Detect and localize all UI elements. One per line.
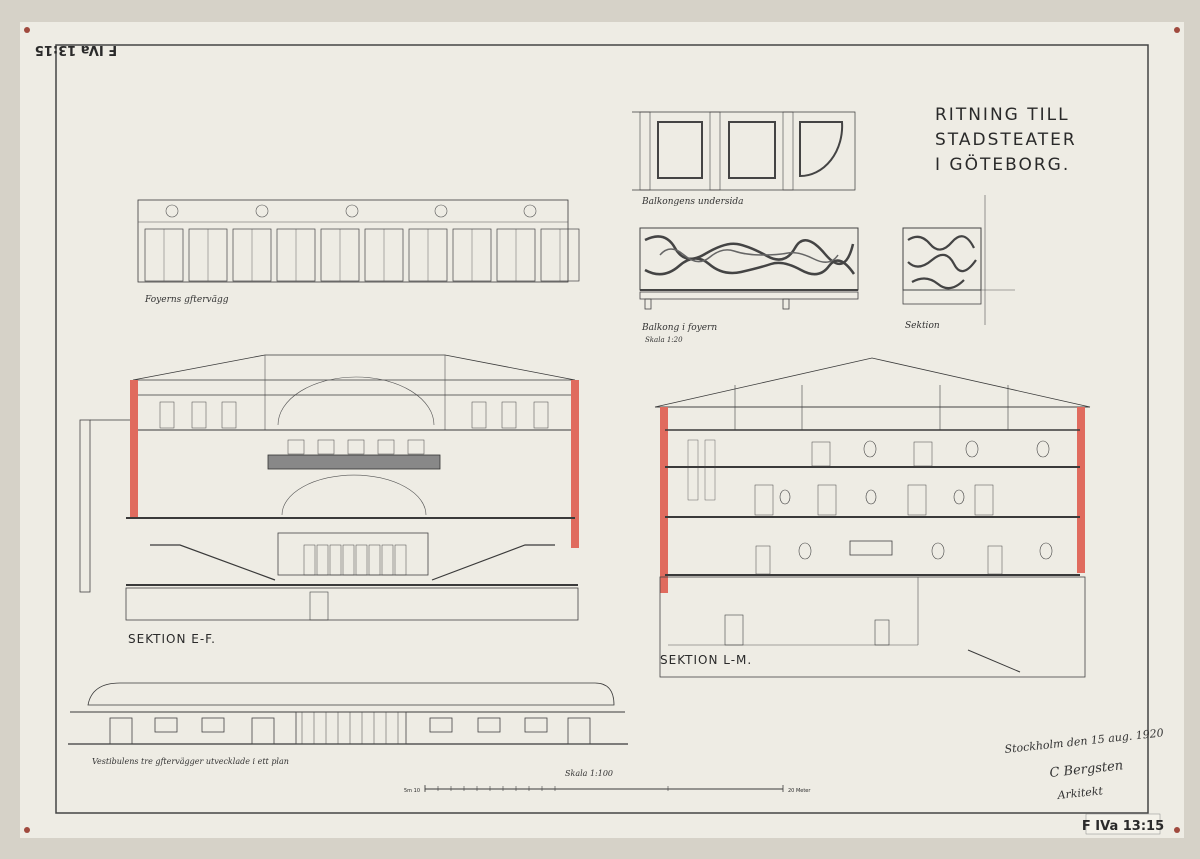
- section-lm-drawing: [654, 357, 1091, 678]
- drawing-detail: [755, 545, 771, 575]
- drawing-detail: [533, 401, 549, 429]
- drawing-detail: [317, 439, 335, 455]
- caption-vestibule: Vestibulens tre gftervägger utvecklade i…: [92, 757, 289, 766]
- balcony-underside-detail: [632, 111, 856, 191]
- drawing-detail: [394, 544, 407, 576]
- scale-right-label: 20 Meter: [788, 788, 811, 794]
- caption-balcony-underside: Balkongens undersida: [641, 197, 744, 207]
- drawing-detail: [965, 440, 979, 458]
- pin-top-right: [1174, 27, 1180, 33]
- small-section-detail: [902, 195, 1015, 325]
- pin-bottom-right: [1174, 827, 1180, 833]
- drawing-detail: [1039, 542, 1053, 560]
- drawing-detail: [687, 439, 699, 501]
- caption-foyer-wall: Foyerns gftervägg: [144, 295, 229, 305]
- title-line-1: RITNING TILL: [935, 105, 1070, 125]
- pin-bottom-left: [24, 827, 30, 833]
- drawing-detail: [913, 441, 933, 467]
- drawing-detail: [377, 439, 395, 455]
- scale-left-label: 5m 10: [404, 788, 420, 794]
- drawing-detail: [501, 401, 517, 429]
- foyer-wall-elevation: [137, 199, 580, 283]
- drawing-detail: [798, 542, 812, 560]
- drawing-detail: [471, 401, 487, 429]
- drawing-detail: [221, 401, 237, 429]
- stamp-top-left: F IVa 13:15: [35, 42, 117, 57]
- drawing-detail: [407, 439, 425, 455]
- drawing-detail: [865, 489, 877, 505]
- stamp-box-bottom-right: [1085, 813, 1161, 835]
- drawing-detail: [159, 401, 175, 429]
- caption-balcony-scale: Skala 1:20: [645, 336, 683, 344]
- drawing-detail: [329, 544, 342, 576]
- drawing-detail: [303, 544, 316, 576]
- caption-section-lm: SEKTION L-M.: [660, 653, 752, 667]
- pin-top-left: [24, 27, 30, 33]
- caption-section-ef: SEKTION E-F.: [128, 632, 216, 646]
- drawing-detail: [953, 489, 965, 505]
- drawing-detail: [316, 544, 329, 576]
- drawing-border: [55, 44, 1149, 814]
- caption-balcony-foyer: Balkong i foyern: [641, 323, 717, 333]
- drawing-detail: [1036, 440, 1050, 458]
- drawing-detail: [704, 439, 716, 501]
- drawing-detail: [779, 489, 791, 505]
- scale-label: Skala 1:100: [565, 769, 613, 778]
- section-ef-drawing: [79, 354, 579, 621]
- drawing-detail: [987, 545, 1003, 575]
- drawing-detail: [342, 544, 355, 576]
- drawing-detail: [381, 544, 394, 576]
- drawing-detail: [368, 544, 381, 576]
- balcony-foyer-detail: [639, 227, 859, 310]
- drawing-detail: [974, 484, 994, 516]
- scale-bar: Skala 1:100 5m 10 20 Meter: [404, 769, 811, 794]
- drawing-detail: [931, 542, 945, 560]
- stamp-bottom-right: F IVa 13:15: [1082, 819, 1164, 834]
- drawing-detail: [817, 484, 837, 516]
- drawing-detail: [754, 484, 774, 516]
- title-line-3: I GÖTEBORG.: [935, 153, 1070, 175]
- signature-title: Arkitekt: [1056, 784, 1104, 802]
- drawing-detail: [191, 401, 207, 429]
- caption-section-small: Sektion: [905, 321, 940, 331]
- title-line-2: STADSTEATER: [935, 130, 1077, 150]
- drawing-detail: [907, 484, 927, 516]
- drawing-detail: [811, 441, 831, 467]
- drawing-detail: [355, 544, 368, 576]
- drawing-detail: [347, 439, 365, 455]
- drawing-detail: [287, 439, 305, 455]
- title-block: RITNING TILL STADSTEATER I GÖTEBORG.: [935, 105, 1077, 175]
- drawing-detail: [863, 440, 877, 458]
- vestibule-elevation: [68, 682, 628, 745]
